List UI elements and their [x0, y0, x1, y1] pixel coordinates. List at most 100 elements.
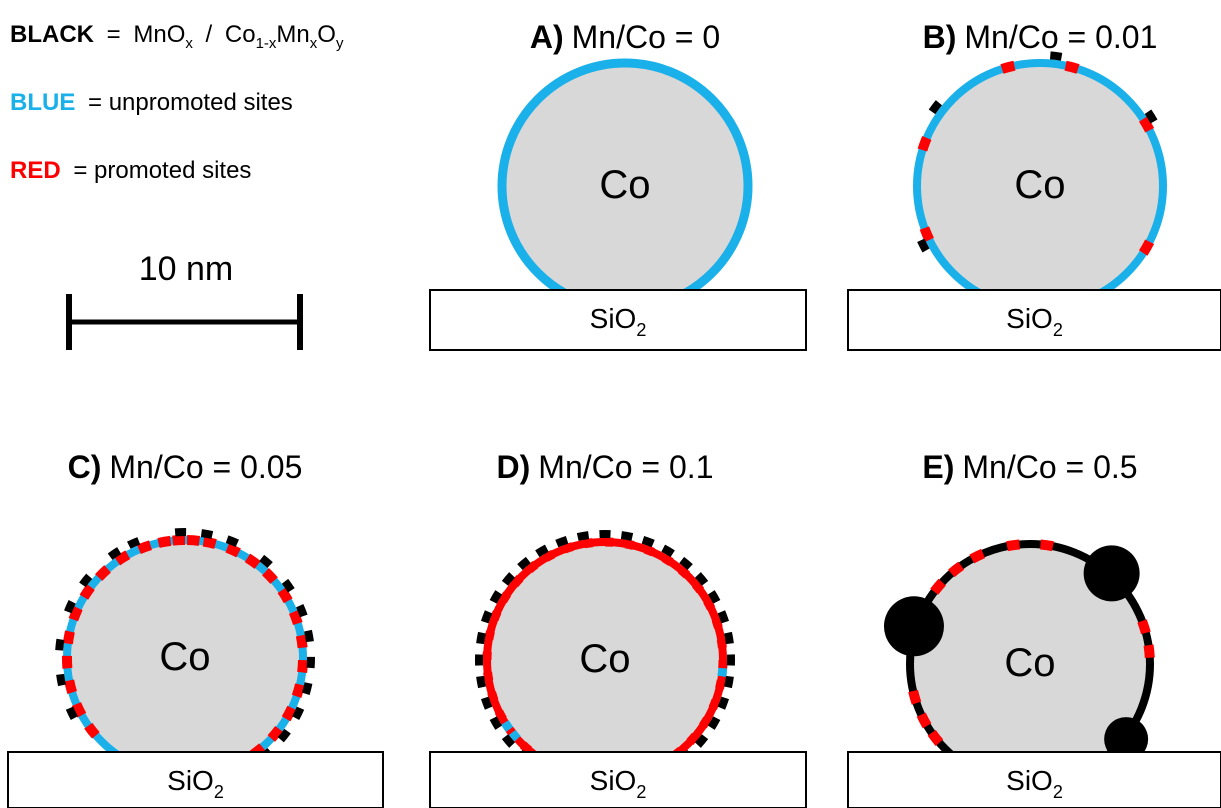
legend-black-co-sub: 1-x	[256, 35, 277, 52]
sio2-base: SiO	[590, 303, 637, 334]
promoter-island	[724, 675, 734, 689]
promoted-site	[277, 587, 293, 604]
co-label: Co	[1004, 641, 1055, 685]
panel-letter: D)	[497, 449, 531, 485]
promoter-island	[127, 537, 141, 549]
legend-black-o-sub: y	[336, 35, 344, 52]
promoted-site	[686, 732, 699, 746]
promoter-island	[301, 682, 313, 695]
promoted-site	[1064, 60, 1080, 74]
promoted-site	[1137, 619, 1151, 635]
promoted-site	[671, 746, 683, 752]
legend-blue-keyword: BLUE	[10, 89, 75, 116]
promoter-island	[694, 572, 709, 586]
promoted-site	[583, 538, 594, 549]
legend-black-equals: =	[107, 21, 121, 48]
promoted-site	[643, 544, 655, 557]
promoter-island	[476, 631, 486, 645]
promoted-site	[202, 536, 217, 549]
co-label: Co	[599, 163, 650, 207]
promoted-site	[62, 630, 75, 645]
promoted-site	[225, 543, 241, 558]
sio2-support	[7, 751, 384, 808]
legend-red-keyword: RED	[10, 157, 61, 184]
promoted-site	[186, 535, 201, 546]
promoter-island	[717, 696, 730, 710]
promoted-site	[484, 630, 495, 641]
sio2-subscript: 2	[1053, 782, 1063, 802]
panel-caption: A)Mn/Co = 0	[530, 19, 720, 55]
promoted-site	[288, 609, 303, 626]
promoter-shell	[906, 540, 1154, 752]
promoter-cluster	[1083, 545, 1140, 602]
promoted-site	[563, 542, 574, 554]
legend-blue-line: BLUE = unpromoted sites	[10, 89, 293, 116]
panel-letter: E)	[922, 449, 954, 485]
panel-letter: A)	[530, 19, 564, 55]
promoter-island	[225, 535, 239, 547]
promoted-site	[917, 135, 932, 152]
promoted-site	[244, 553, 261, 569]
promoted-site	[68, 605, 83, 622]
promoter-island	[535, 544, 549, 558]
particle-group	[883, 539, 1155, 752]
promoted-site	[948, 561, 965, 578]
sio2-base: SiO	[1006, 303, 1053, 334]
promoted-site	[1006, 539, 1020, 552]
promoted-site	[691, 581, 705, 594]
scale-bar-label: 10 nm	[139, 250, 234, 288]
promoted-site	[716, 638, 727, 649]
panel-ratio: Mn/Co = 0.05	[109, 449, 302, 485]
panel-caption: D)Mn/Co = 0.1	[497, 449, 714, 485]
promoter-island	[296, 604, 308, 618]
promoter-island	[1049, 51, 1063, 61]
co-particle	[917, 63, 1163, 290]
particle-group	[474, 529, 736, 752]
promoted-site	[172, 534, 186, 546]
promoted-site	[927, 729, 944, 746]
promoted-site	[295, 634, 308, 649]
promoter-island	[501, 734, 516, 748]
promoted-site	[487, 691, 499, 702]
promoter-island	[281, 578, 295, 593]
promoter-island	[277, 728, 291, 743]
promoter-island	[489, 590, 503, 604]
promoter-island	[79, 573, 93, 588]
legend-black-o: O	[317, 21, 336, 48]
sio2-base: SiO	[167, 765, 214, 796]
legend-black-mnox: MnO	[133, 21, 185, 48]
promoted-site	[79, 583, 95, 600]
sio2-subscript: 2	[636, 782, 646, 802]
promoter-island	[707, 716, 721, 730]
legend-red-text: = promoted sites	[73, 157, 251, 184]
promoter-island	[476, 675, 486, 689]
promoted-site	[1040, 539, 1054, 552]
unpromoted-site	[508, 729, 521, 742]
promoted-site	[1143, 644, 1155, 659]
promoter-island	[724, 631, 734, 645]
promoter-island	[641, 535, 655, 548]
promoter-island	[65, 706, 78, 721]
promoted-site	[930, 578, 946, 595]
sio2-label: SiO2	[590, 303, 647, 340]
promoted-site	[916, 712, 932, 729]
sio2-label: SiO2	[1006, 303, 1063, 340]
particle-group	[55, 527, 316, 752]
promoted-site	[661, 553, 674, 566]
promoter-island	[107, 547, 122, 560]
panel-ratio: Mn/Co = 0.5	[962, 449, 1137, 485]
panel-letter: B)	[923, 19, 957, 55]
legend-black-slash: /	[206, 21, 213, 48]
sio2-label: SiO2	[590, 765, 647, 802]
unpromoted-site	[501, 720, 514, 733]
promoter-island	[489, 716, 503, 730]
promoter-island	[517, 556, 531, 571]
promoted-site	[291, 683, 305, 699]
promoter-island	[64, 600, 76, 614]
co-particle	[910, 544, 1150, 752]
scale-bar: 10 nm	[66, 250, 303, 350]
promoted-site	[71, 702, 87, 718]
sio2-subscript: 2	[1053, 320, 1063, 340]
